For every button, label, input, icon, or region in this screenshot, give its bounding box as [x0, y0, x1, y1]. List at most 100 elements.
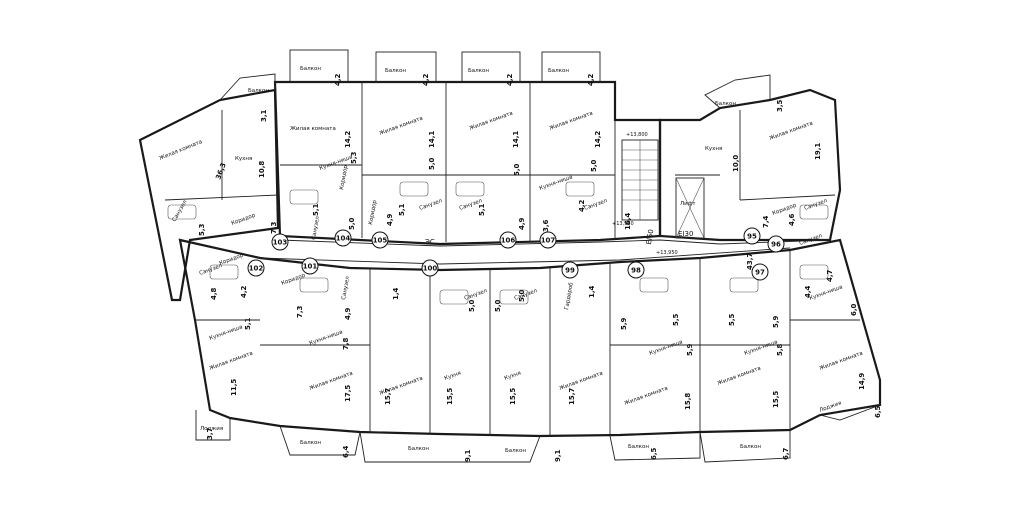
- label-kitchen: Кухня: [235, 156, 252, 162]
- label-loggia: Лоджия: [200, 426, 223, 432]
- area-value: 1,4: [588, 285, 596, 298]
- loggia-top-left: [219, 73, 276, 101]
- label-ei60: EI60: [645, 229, 656, 246]
- area-values: 4,2 4,2 4,2 4,2 3,1 3,5 14,2 14,1 14,1 1…: [198, 73, 882, 462]
- unit-marker-circle: [421, 259, 439, 277]
- corridor-bottom-line: [259, 247, 791, 265]
- unit-marker-circle: [247, 259, 265, 277]
- area-value: 10,0: [732, 155, 740, 172]
- area-value: 4,6: [788, 213, 796, 226]
- unit-number: 106: [501, 237, 516, 245]
- area-value: 4,2: [334, 73, 342, 86]
- unit-marker-circle: [561, 261, 579, 279]
- area-value: 14,2: [594, 131, 602, 148]
- area-value: 5,0: [590, 159, 598, 172]
- area-value: 5,0: [468, 299, 476, 312]
- unit-marker-circle: [334, 229, 352, 247]
- unit-number: 98: [631, 267, 641, 275]
- unit-number: 102: [249, 265, 264, 273]
- label-elev-1: +13,800: [626, 132, 648, 138]
- balcony-top-4: [541, 51, 601, 83]
- area-value: 5,0: [518, 289, 526, 302]
- label-corridor: Коридор: [368, 199, 378, 225]
- unit-marker-circle: [743, 227, 761, 245]
- area-value: 5,9: [772, 315, 780, 328]
- area-value: 4,2: [578, 199, 586, 212]
- area-value: 5,0: [494, 299, 502, 312]
- unit-marker-circle: [499, 231, 517, 249]
- area-value: 3,1: [260, 109, 268, 122]
- area-value: 7,4: [762, 215, 770, 228]
- unit-marker-circle: [271, 233, 289, 251]
- area-value: 16,4: [624, 213, 632, 230]
- unit-number: 107: [541, 237, 556, 245]
- area-value: 4,4: [804, 285, 812, 298]
- label-lift: Лифт: [680, 201, 696, 207]
- label-kitchen: Кухня: [504, 370, 522, 382]
- unit-number: 105: [373, 237, 388, 245]
- label-es: ЭС: [425, 238, 435, 246]
- area-value: 4,8: [210, 287, 218, 300]
- area-value: 3,5: [776, 99, 784, 112]
- area-value: 6,5: [874, 405, 882, 418]
- area-value: 15,8: [684, 393, 692, 410]
- label-balcony: Балкон: [300, 440, 321, 446]
- area-value: 5,5: [672, 313, 680, 326]
- label-balcony: Балкон: [628, 444, 649, 450]
- area-value: 7,8: [342, 337, 350, 350]
- area-value: 11,5: [230, 379, 238, 396]
- label-bathroom: Санузел: [341, 275, 351, 300]
- area-value: 5,0: [513, 163, 521, 176]
- area-value: 15,5: [772, 391, 780, 408]
- unit-number: 101: [303, 263, 318, 271]
- label-balcony: Балкон: [300, 66, 321, 72]
- balcony-bottom-4: [699, 430, 791, 463]
- unit-marker-circle: [371, 231, 389, 249]
- corridor-top-line: [279, 239, 831, 247]
- balconies: [195, 49, 881, 463]
- unit-number: 100: [423, 265, 438, 273]
- right-wing-wall: [658, 88, 842, 242]
- area-value: 5,3: [350, 151, 358, 164]
- label-living: Жилая комната: [290, 126, 336, 132]
- area-value: 5,1: [244, 317, 252, 330]
- area-value: 4,2: [506, 73, 514, 86]
- label-balcony: Балкон: [548, 68, 569, 74]
- unit-number: 97: [755, 269, 765, 277]
- unit-number: 104: [336, 235, 351, 243]
- label-balcony: Балкон: [740, 444, 761, 450]
- label-corridor: Коридор: [339, 164, 349, 190]
- area-value: 4,2: [240, 285, 248, 298]
- label-balcony: Балкон: [408, 446, 429, 452]
- unit-number: 103: [273, 239, 288, 247]
- area-value: 43,7: [746, 253, 754, 270]
- label-bathroom: Санузел: [311, 215, 321, 240]
- area-value: 4,9: [344, 307, 352, 320]
- area-value: 7,3: [270, 221, 278, 234]
- loggia-top-right: [704, 74, 771, 109]
- unit-marker-circle: [627, 261, 645, 279]
- area-value: 4,2: [422, 73, 430, 86]
- label-elev-3: +13,950: [656, 250, 678, 256]
- area-value: 6,4: [342, 445, 350, 458]
- unit-marker-circle: [751, 263, 769, 281]
- area-value: 5,0: [348, 217, 356, 230]
- balcony-top-2: [375, 51, 437, 83]
- left-wing-wall: [138, 88, 280, 302]
- unit-number: 96: [771, 241, 781, 249]
- area-value: 5,8: [776, 343, 784, 356]
- area-value: 4,7: [826, 269, 834, 282]
- balcony-bottom-1: [279, 425, 361, 456]
- area-value: 5,0: [428, 157, 436, 170]
- area-value: 7,3: [296, 305, 304, 318]
- area-value: 5,1: [478, 203, 486, 216]
- area-value: 14,1: [512, 131, 520, 148]
- area-value: 14,2: [344, 131, 352, 148]
- area-value: 5,3: [198, 223, 206, 236]
- label-balcony: Балкон: [505, 448, 526, 454]
- area-value: 5,5: [728, 313, 736, 326]
- area-value: 5,1: [312, 203, 320, 216]
- loggia-bottom-left: [195, 410, 231, 441]
